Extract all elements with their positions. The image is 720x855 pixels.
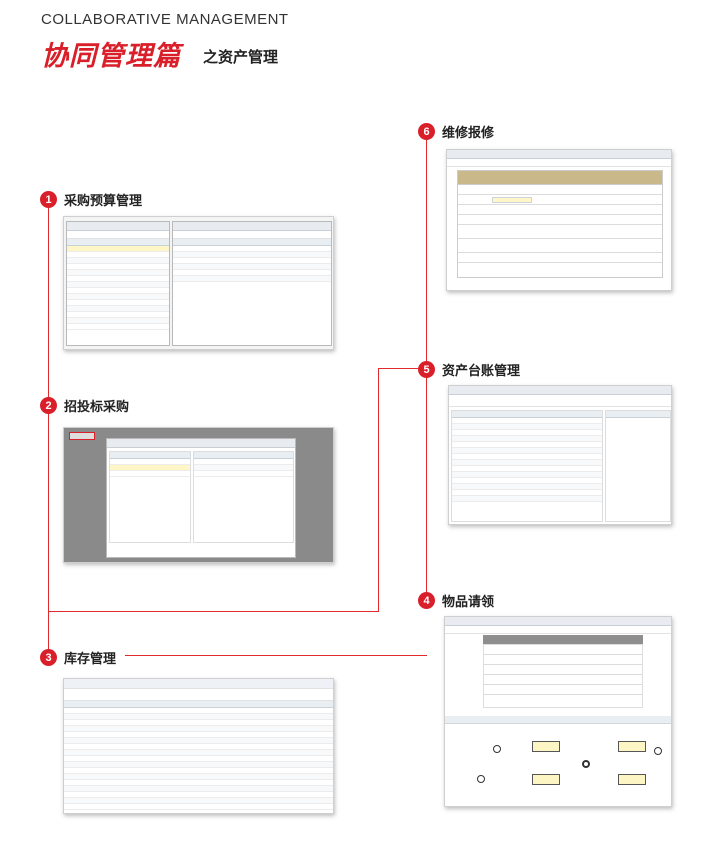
step-number-badge: 5 <box>418 361 435 378</box>
step-2: 2 招投标采购 <box>40 396 129 415</box>
step-number-badge: 4 <box>418 592 435 609</box>
step-number-badge: 3 <box>40 649 57 666</box>
step-6: 6 维修报修 <box>418 122 494 141</box>
connector-line-bottom <box>48 611 378 612</box>
step-5: 5 资产台账管理 <box>418 360 520 379</box>
step-1: 1 采购预算管理 <box>40 190 142 209</box>
screenshot-item-requisition <box>444 616 672 807</box>
screenshot-procurement-budget <box>63 216 334 350</box>
step-label: 维修报修 <box>442 126 495 141</box>
screenshot-maintenance-repair <box>446 149 672 291</box>
step-number-badge: 2 <box>40 397 57 414</box>
english-title: COLLABORATIVE MANAGEMENT <box>41 11 289 28</box>
screenshot-asset-ledger <box>448 385 672 525</box>
screenshot-inventory <box>63 678 334 814</box>
budget-list-panel <box>66 221 170 346</box>
chinese-title: 协同管理篇 <box>41 41 181 72</box>
step-label: 资产台账管理 <box>442 364 521 379</box>
connector-line-left <box>48 207 49 654</box>
screenshot-bidding-procurement <box>63 427 334 563</box>
step-label: 物品请领 <box>442 595 495 610</box>
step-number-badge: 6 <box>418 123 435 140</box>
step-label: 库存管理 <box>64 652 117 667</box>
connector-line-3-to-4 <box>125 655 427 656</box>
step-4: 4 物品请领 <box>418 591 494 610</box>
connector-line-middle-vertical <box>378 368 379 612</box>
connector-line-middle-top <box>378 368 418 369</box>
bidding-dialog <box>106 438 296 558</box>
budget-detail-panel <box>172 221 332 346</box>
step-3: 3 库存管理 <box>40 648 116 667</box>
step-label: 招投标采购 <box>64 400 130 415</box>
chinese-subtitle: 之资产管理 <box>203 48 279 66</box>
step-label: 采购预算管理 <box>64 194 143 209</box>
step-number-badge: 1 <box>40 191 57 208</box>
